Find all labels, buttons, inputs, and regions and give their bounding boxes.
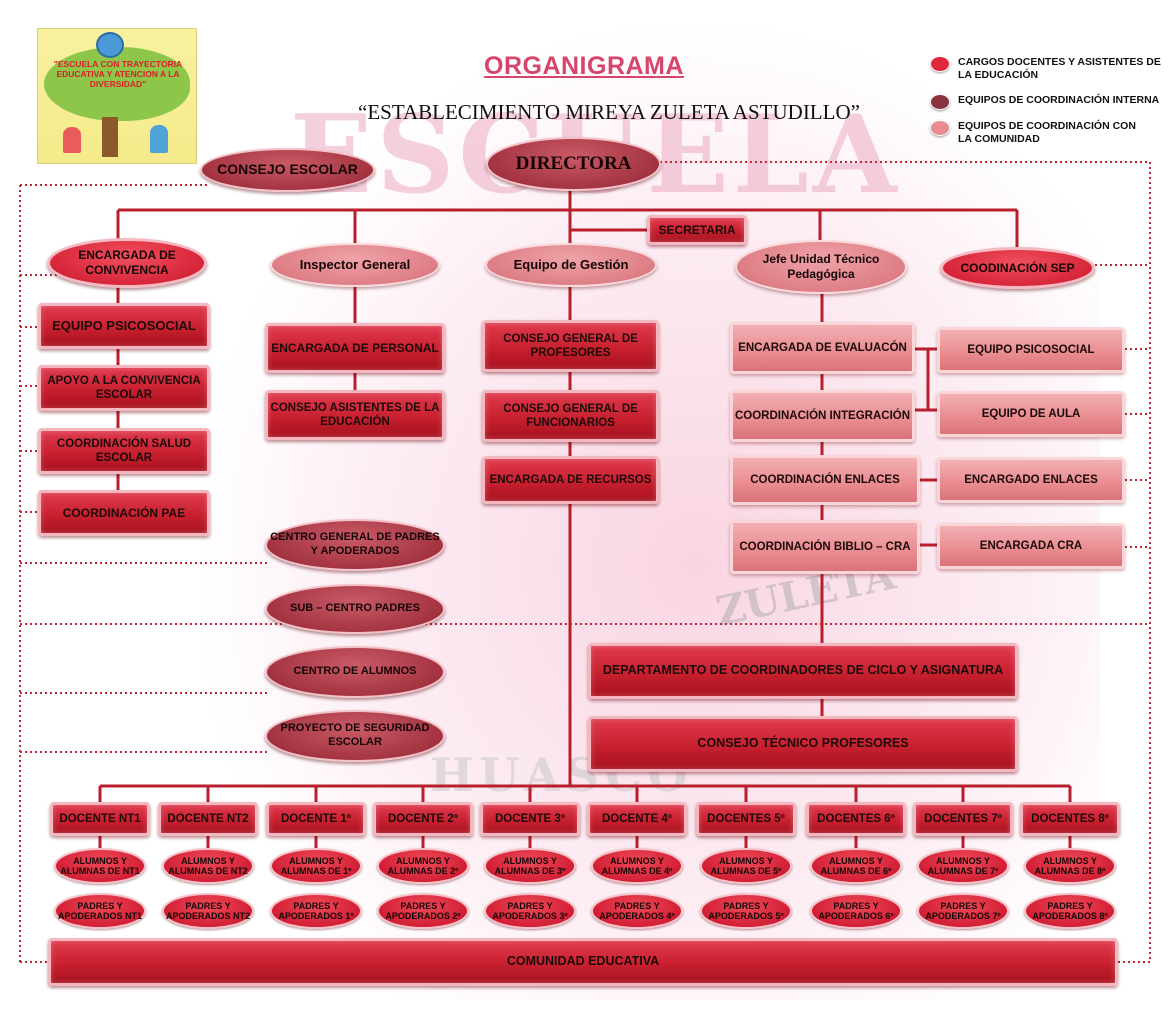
- coordinacion-integracion: COORDINACIÓN INTEGRACIÓN: [730, 390, 915, 442]
- encargada-recursos: ENCARGADA DE RECURSOS: [482, 456, 659, 504]
- coordinacion-biblio-cra: COORDINACIÓN BIBLIO – CRA: [730, 520, 920, 574]
- legend-item-comunidad: EQUIPOS DE COORDINACIÓN CON LA COMUNIDAD: [930, 120, 1150, 146]
- padres-oval: PADRES Y APODERADOS 8º: [1024, 893, 1116, 929]
- coordinacion-pae: COORDINACIÓN PAE: [38, 490, 210, 536]
- logo-tree-canopy: [44, 47, 190, 121]
- comunidad-educativa: COMUNIDAD EDUCATIVA: [48, 938, 1118, 986]
- docente-box: DOCENTE 1º: [266, 802, 366, 836]
- departamento-coordinadores: DEPARTAMENTO DE COORDINADORES DE CICLO Y…: [588, 643, 1018, 699]
- docente-box: DOCENTE 3º: [480, 802, 580, 836]
- equipo-aula: EQUIPO DE AULA: [937, 391, 1125, 437]
- docente-box: DOCENTES 7º: [913, 802, 1013, 836]
- page-title: ORGANIGRAMA: [484, 52, 684, 80]
- padres-oval: PADRES Y APODERADOS 4º: [591, 893, 683, 929]
- alumnos-oval: ALUMNOS Y ALUMNAS DE 5º: [700, 848, 792, 884]
- school-logo: "ESCUELA CON TRAYECTORIA EDUCATIVA Y ATE…: [37, 28, 197, 164]
- docente-box: DOCENTE 4º: [587, 802, 687, 836]
- encargada-evaluacion: ENCARGADA DE EVALUACÓN: [730, 322, 915, 374]
- padres-oval: PADRES Y APODERADOS 6º: [810, 893, 902, 929]
- consejo-general-funcionarios: CONSEJO GENERAL DE FUNCIONARIOS: [482, 390, 659, 442]
- centro-general-padres: CENTRO GENERAL DE PADRES Y APODERADOS: [265, 519, 445, 571]
- child-figure-icon: [150, 125, 168, 153]
- alumnos-oval: ALUMNOS Y ALUMNAS DE 1º: [270, 848, 362, 884]
- legend-swatch-dark: [930, 94, 950, 110]
- coordinacion-sep: COODINACIÓN SEP: [940, 247, 1095, 289]
- legend-item-cargos: CARGOS DOCENTES Y ASISTENTES DE LA EDUCA…: [930, 56, 1170, 82]
- consejo-asistentes: CONSEJO ASISTENTES DE LA EDUCACIÓN: [265, 390, 445, 440]
- padres-oval: PADRES Y APODERADOS NT1: [54, 893, 146, 929]
- globe-icon: [96, 32, 124, 58]
- docente-box: DOCENTE 2º: [373, 802, 473, 836]
- alumnos-oval: ALUMNOS Y ALUMNAS DE 8º: [1024, 848, 1116, 884]
- inspector-general: Inspector General: [270, 243, 440, 287]
- legend-swatch-red: [930, 56, 950, 72]
- directora: DIRECTORA: [486, 137, 661, 191]
- equipo-psicosocial-convivencia: EQUIPO PSICOSOCIAL: [38, 303, 210, 349]
- padres-oval: PADRES Y APODERADOS 5º: [700, 893, 792, 929]
- legend-label: EQUIPOS DE COORDINACIÓN INTERNA: [958, 94, 1160, 106]
- alumnos-oval: ALUMNOS Y ALUMNAS DE 3º: [484, 848, 576, 884]
- sub-centro-padres: SUB – CENTRO PADRES: [265, 584, 445, 634]
- equipo-gestion: Equipo de Gestión: [485, 243, 657, 287]
- padres-oval: PADRES Y APODERADOS 1º: [270, 893, 362, 929]
- legend-label: EQUIPOS DE COORDINACIÓN CON LA COMUNIDAD: [958, 120, 1136, 146]
- alumnos-oval: ALUMNOS Y ALUMNAS DE NT1: [54, 848, 146, 884]
- docente-box: DOCENTES 5º: [696, 802, 796, 836]
- proyecto-seguridad: PROYECTO DE SEGURIDAD ESCOLAR: [265, 710, 445, 762]
- equipo-psicosocial-utp: EQUIPO PSICOSOCIAL: [937, 327, 1125, 373]
- coordinacion-enlaces: COORDINACIÓN ENLACES: [730, 455, 920, 505]
- padres-oval: PADRES Y APODERADOS 7º: [917, 893, 1009, 929]
- padres-oval: PADRES Y APODERADOS 2º: [377, 893, 469, 929]
- coordinacion-salud: COORDINACIÓN SALUD ESCOLAR: [38, 428, 210, 474]
- child-figure-icon: [63, 127, 81, 153]
- logo-motto: "ESCUELA CON TRAYECTORIA EDUCATIVA Y ATE…: [53, 59, 183, 90]
- alumnos-oval: ALUMNOS Y ALUMNAS DE 6º: [810, 848, 902, 884]
- encargada-cra: ENCARGADA CRA: [937, 523, 1125, 569]
- padres-oval: PADRES Y APODERADOS NT2: [162, 893, 254, 929]
- docente-box: DOCENTE NT1: [50, 802, 150, 836]
- legend-item-interna: EQUIPOS DE COORDINACIÓN INTERNA: [930, 94, 1170, 110]
- encargada-personal: ENCARGADA DE PERSONAL: [265, 323, 445, 373]
- consejo-general-profesores: CONSEJO GENERAL DE PROFESORES: [482, 320, 659, 372]
- apoyo-convivencia: APOYO A LA CONVIVENCIA ESCOLAR: [38, 365, 210, 411]
- secretaria: SECRETARIA: [647, 215, 747, 245]
- background-watermark: [200, 30, 1100, 1000]
- page-subtitle: “ESTABLECIMIENTO MIREYA ZULETA ASTUDILLO…: [358, 100, 860, 124]
- consejo-escolar: CONSEJO ESCOLAR: [200, 148, 375, 192]
- docente-box: DOCENTES 8º: [1020, 802, 1120, 836]
- alumnos-oval: ALUMNOS Y ALUMNAS DE 7º: [917, 848, 1009, 884]
- alumnos-oval: ALUMNOS Y ALUMNAS DE 4º: [591, 848, 683, 884]
- alumnos-oval: ALUMNOS Y ALUMNAS DE 2º: [377, 848, 469, 884]
- padres-oval: PADRES Y APODERADOS 3º: [484, 893, 576, 929]
- encargado-enlaces: ENCARGADO ENLACES: [937, 457, 1125, 503]
- legend-swatch-pink: [930, 120, 950, 136]
- centro-alumnos: CENTRO DE ALUMNOS: [265, 646, 445, 698]
- encargada-convivencia: ENCARGADA DE CONVIVENCIA: [47, 238, 207, 288]
- consejo-tecnico-profesores: CONSEJO TÉCNICO PROFESORES: [588, 716, 1018, 772]
- alumnos-oval: ALUMNOS Y ALUMNAS DE NT2: [162, 848, 254, 884]
- tree-trunk-icon: [102, 117, 118, 157]
- legend-label: CARGOS DOCENTES Y ASISTENTES DE LA EDUCA…: [958, 56, 1161, 82]
- jefe-utp: Jefe Unidad Técnico Pedagógica: [735, 240, 907, 294]
- docente-box: DOCENTE NT2: [158, 802, 258, 836]
- docente-box: DOCENTES 6º: [806, 802, 906, 836]
